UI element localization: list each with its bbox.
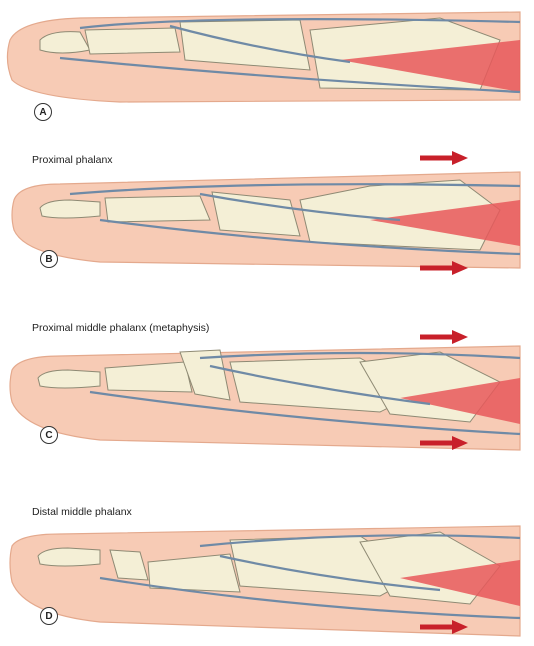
arrow-right-icon — [420, 620, 468, 634]
finger-illustration-b — [11, 151, 521, 275]
panel-label-c: C — [40, 426, 58, 444]
finger-illustration-d — [9, 525, 521, 637]
arrow-right-icon — [420, 261, 468, 275]
panel-label-d: D — [40, 607, 58, 625]
panel-label-a: A — [34, 103, 52, 121]
panel-caption-b: Proximal phalanx — [32, 154, 113, 166]
arrow-right-icon — [420, 151, 468, 165]
panel-caption-d: Distal middle phalanx — [32, 506, 132, 518]
arrow-right-icon — [420, 436, 468, 450]
arrow-right-icon — [420, 330, 468, 344]
panel-d: Distal middle phalanx D — [0, 506, 534, 646]
panel-caption-c: Proximal middle phalanx (metaphysis) — [32, 322, 210, 334]
panel-a: A — [0, 0, 534, 125]
panel-c: Proximal middle phalanx (metaphysis) C — [0, 322, 534, 457]
finger-illustration-a — [6, 11, 521, 103]
panel-label-b: B — [40, 250, 58, 268]
panel-b: Proximal phalanx B — [0, 150, 534, 275]
finger-illustration-c — [9, 330, 521, 451]
